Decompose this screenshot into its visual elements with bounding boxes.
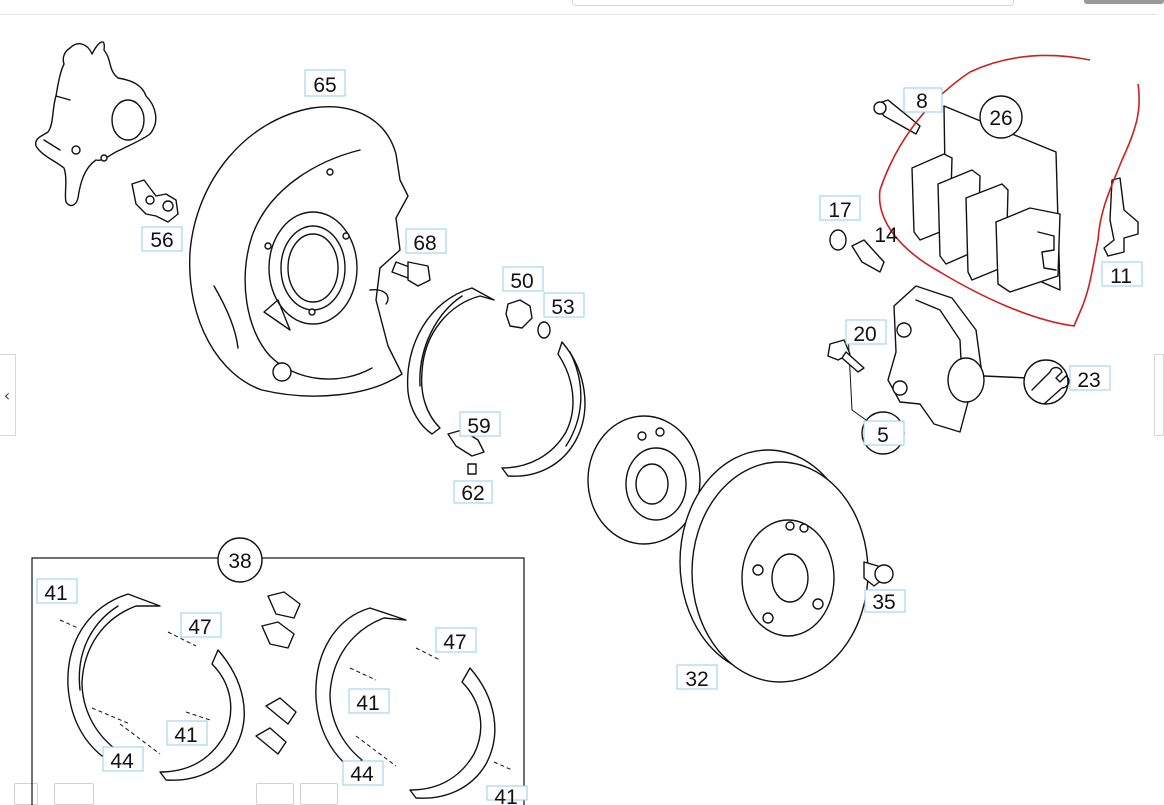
svg-text:68: 68 (413, 232, 436, 255)
svg-text:41: 41 (174, 724, 197, 747)
callout-35: 35 (864, 589, 906, 614)
svg-text:47: 47 (188, 616, 211, 639)
callout-50: 50 (502, 266, 544, 293)
adjuster-part (505, 299, 551, 339)
brake-pads (911, 105, 1061, 293)
svg-text:41: 41 (494, 786, 517, 805)
wrench-icon (1023, 359, 1070, 405)
browser-toolbar (0, 0, 1164, 15)
svg-text:11: 11 (1110, 265, 1132, 288)
svg-text:26: 26 (989, 107, 1012, 130)
callout-41: 41 (36, 578, 78, 605)
callout-62: 62 (453, 480, 493, 505)
brake-shoe-kit (31, 557, 525, 805)
callout-44: 44 (342, 760, 384, 786)
svg-text:62: 62 (461, 482, 484, 505)
callout-38: 38 (217, 537, 263, 583)
callout-41: 41 (166, 720, 208, 747)
pad-clip (1103, 177, 1139, 257)
callout-20: 20 (845, 319, 887, 346)
wheel-hub (587, 415, 701, 545)
svg-text:23: 23 (1077, 369, 1100, 392)
svg-text:56: 56 (150, 229, 173, 252)
address-field[interactable] (572, 0, 1014, 6)
callout-14: 14 (874, 224, 898, 247)
svg-text:32: 32 (685, 668, 708, 691)
caliper-bolt (827, 339, 865, 373)
svg-text:41: 41 (44, 582, 67, 605)
callout-65: 65 (304, 69, 346, 97)
callout-53: 53 (543, 292, 585, 319)
guide-pin (873, 99, 921, 135)
callout-26: 26 (979, 95, 1023, 139)
callout-23: 23 (1069, 365, 1111, 392)
svg-text:44: 44 (350, 763, 374, 786)
svg-text:65: 65 (313, 74, 336, 97)
callout-41: 41 (348, 688, 390, 715)
svg-text:53: 53 (551, 296, 574, 319)
svg-text:5: 5 (877, 424, 889, 447)
svg-text:59: 59 (467, 415, 490, 438)
highlight-outline (878, 54, 1141, 327)
svg-text:38: 38 (228, 550, 251, 573)
svg-text:41: 41 (356, 692, 379, 715)
callout-32: 32 (676, 664, 718, 691)
parking-brake-shoe (406, 287, 586, 477)
bolt-part (391, 261, 431, 287)
callout-11: 11 (1101, 261, 1143, 288)
chevron-left-icon: ‹ (3, 385, 11, 405)
callout-47: 47 (435, 627, 477, 654)
screw-part (863, 561, 894, 587)
backing-plate (189, 106, 409, 397)
bracket-part (131, 179, 179, 223)
svg-text:20: 20 (853, 323, 876, 346)
svg-text:17: 17 (828, 199, 851, 222)
callout-41: 41 (486, 785, 528, 805)
bleeder-parts (829, 229, 885, 273)
brake-disc (679, 449, 869, 683)
callout-47: 47 (180, 612, 222, 639)
svg-text:44: 44 (110, 750, 134, 773)
steering-knuckle (34, 41, 157, 207)
callout-8: 8 (903, 87, 943, 113)
callout-17: 17 (819, 195, 861, 222)
callout-68: 68 (405, 228, 447, 255)
svg-text:47: 47 (443, 631, 466, 654)
callout-5: 5 (861, 411, 905, 455)
svg-text:8: 8 (916, 90, 928, 113)
svg-text:14: 14 (874, 224, 898, 247)
brake-caliper (847, 285, 1029, 433)
svg-text:35: 35 (872, 591, 895, 614)
callout-59: 59 (459, 411, 501, 438)
toolbar-button[interactable] (1084, 0, 1164, 4)
callout-56: 56 (141, 226, 183, 252)
callout-44: 44 (102, 746, 144, 773)
previous-image-button[interactable]: ‹ (0, 354, 16, 436)
svg-text:50: 50 (510, 270, 533, 293)
